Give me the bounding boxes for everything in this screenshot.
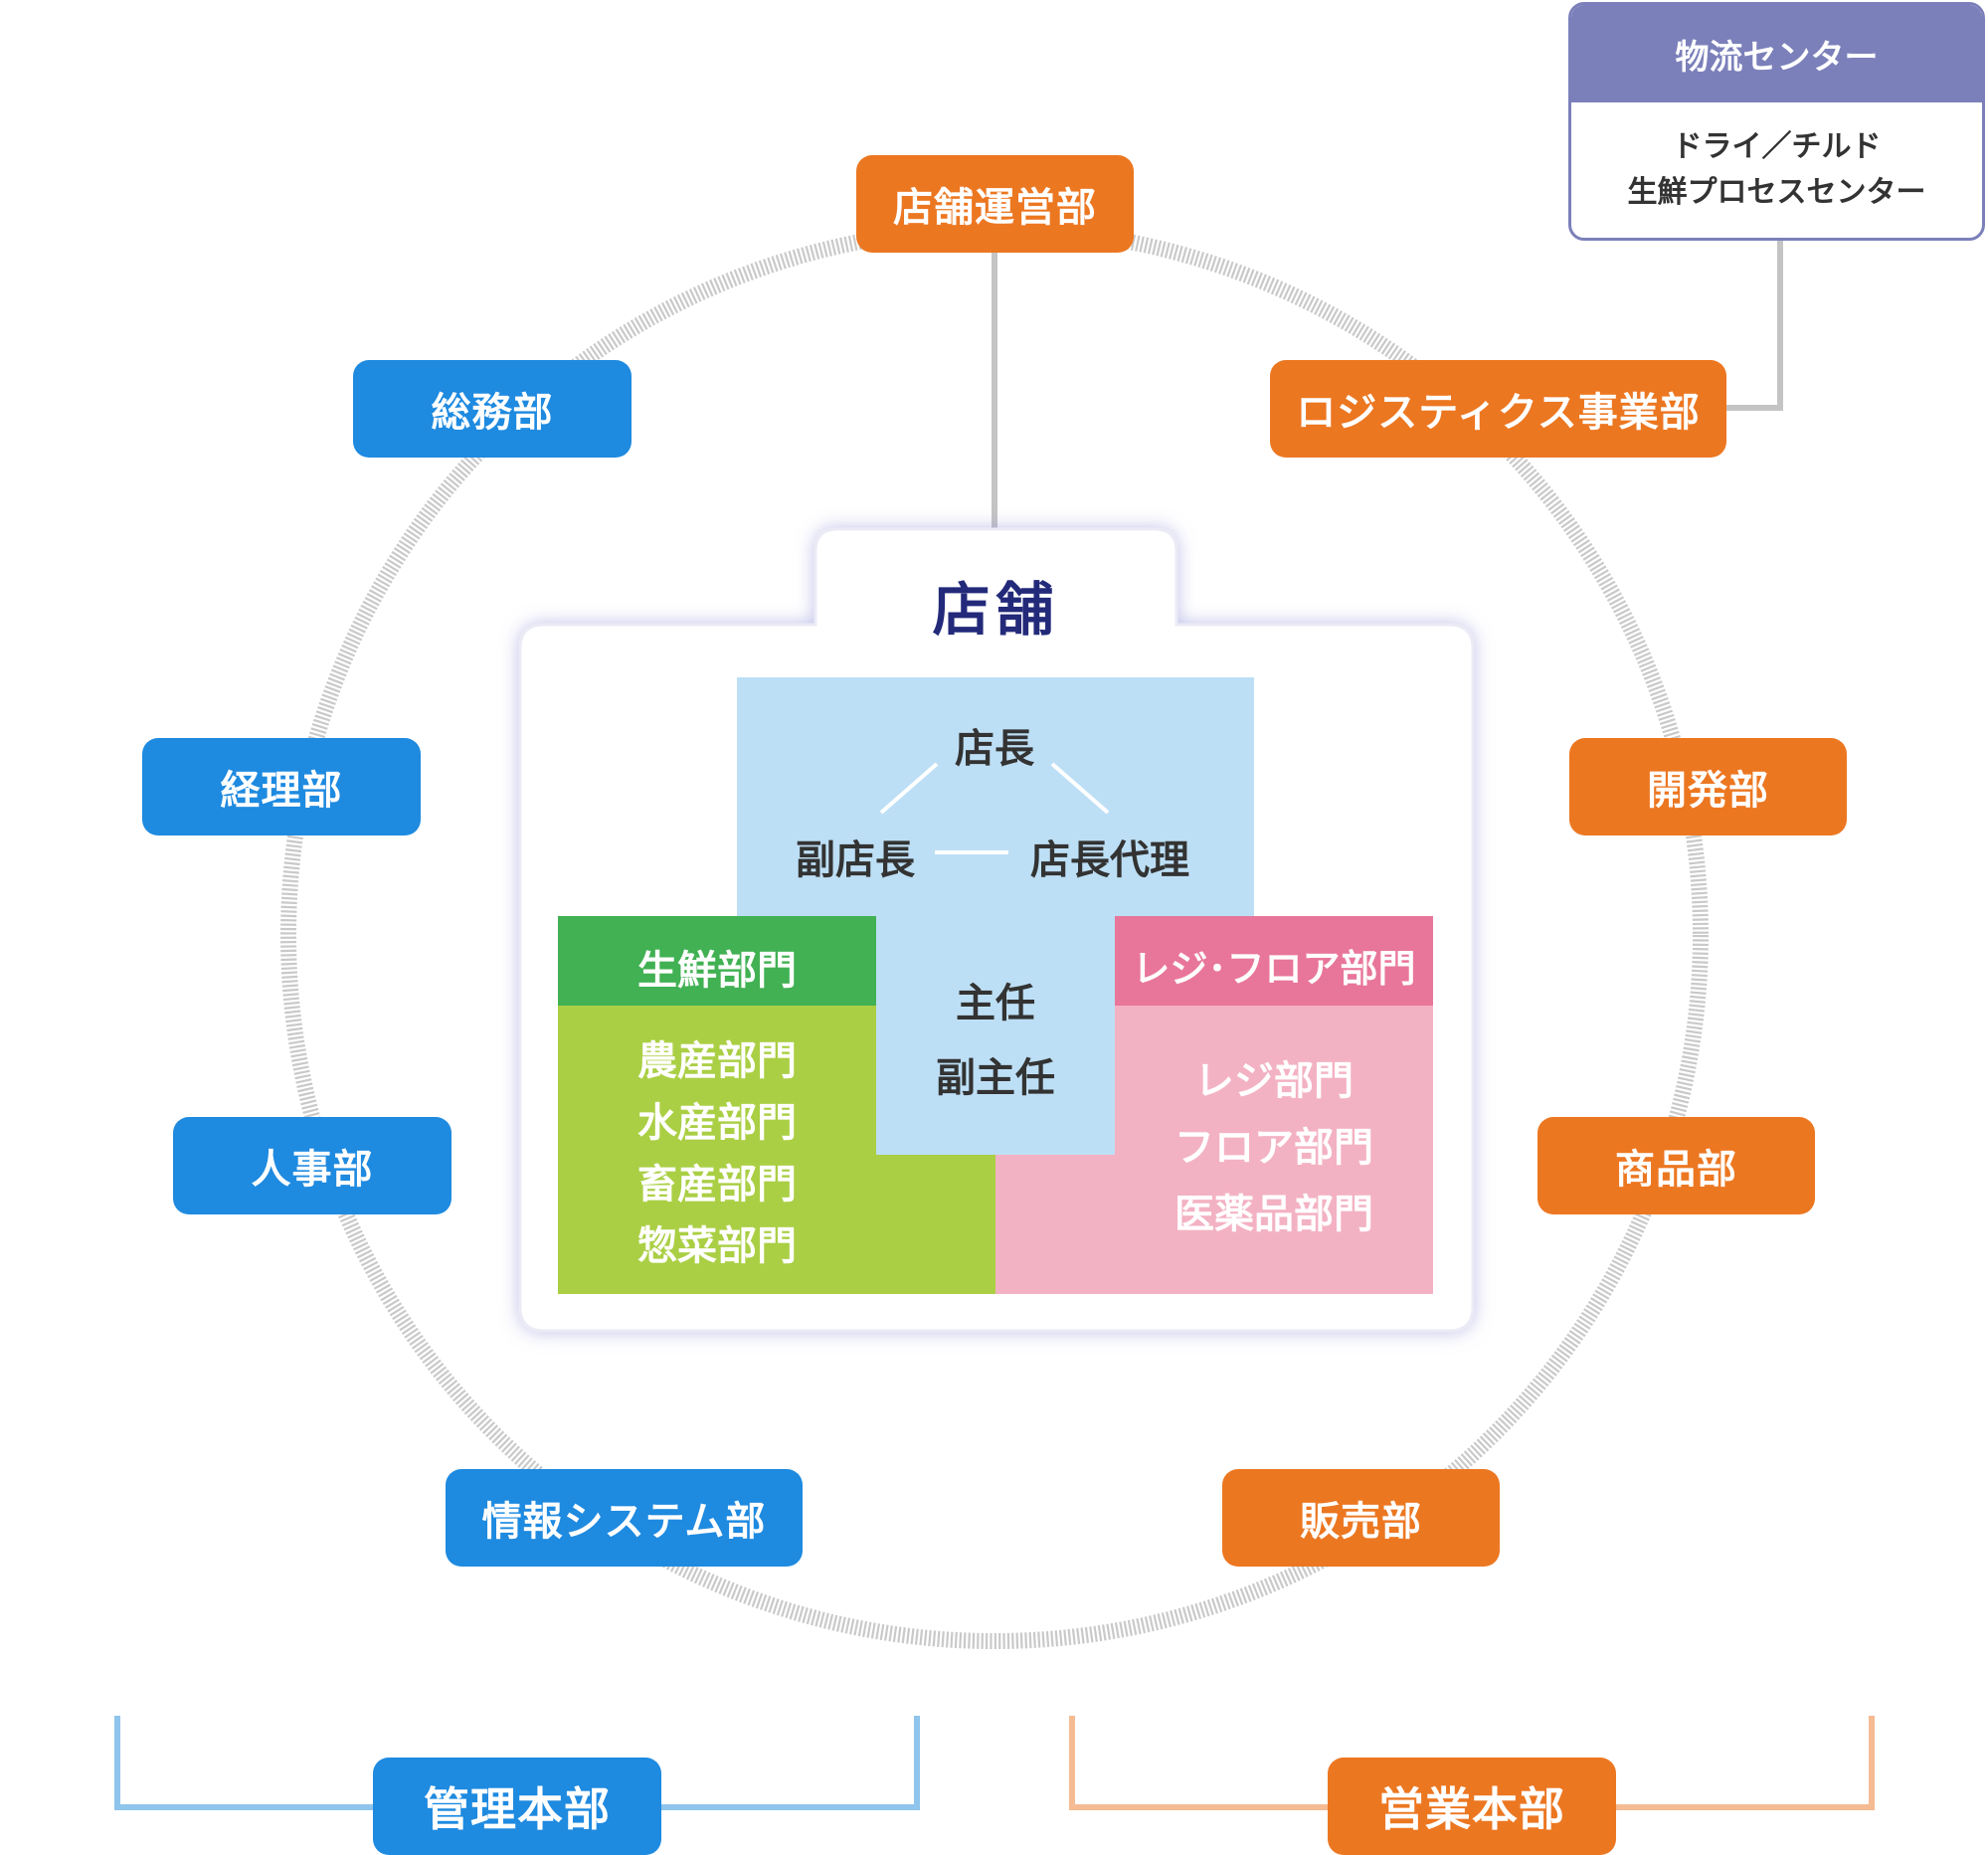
dept-store-operations: 店舗運営部 [856, 155, 1134, 253]
fresh-item-meat: 畜産部門 [637, 1162, 797, 1207]
distribution-center-details: ドライ／チルド 生鮮プロセスセンター [1571, 102, 1982, 216]
register-header-bg [1115, 916, 1433, 1006]
chief-area [876, 916, 1115, 1155]
management-area [737, 677, 1254, 916]
distribution-center-box: 物流センター ドライ／チルド 生鮮プロセスセンター [1568, 2, 1985, 241]
fresh-header-bg [558, 916, 876, 1006]
dept-information-systems: 情報システム部 [446, 1469, 803, 1567]
deputy-chief-label: 副主任 [936, 1055, 1055, 1101]
register-item-pharmacy: 医薬品部門 [1175, 1192, 1373, 1237]
dept-merchandise: 商品部 [1537, 1117, 1815, 1214]
register-floor-division-list: レジ部門 フロア部門 医薬品部門 [1115, 1048, 1433, 1248]
store-title: 店舗 [932, 576, 1060, 644]
fresh-item-deli: 惣菜部門 [637, 1223, 797, 1269]
register-item-floor: フロア部門 [1175, 1125, 1373, 1171]
connector-distribution [1725, 239, 1783, 411]
dept-accounting: 経理部 [142, 738, 421, 835]
distribution-center-line-fresh-process: 生鮮プロセスセンター [1627, 175, 1926, 210]
store-manager-label: 店長 [955, 726, 1034, 772]
register-floor-division-header: レジ･フロア部門 [1132, 947, 1416, 991]
fresh-division-header: 生鮮部門 [637, 948, 797, 994]
dept-human-resources: 人事部 [173, 1117, 452, 1214]
chief-label: 主任 [956, 981, 1035, 1026]
manager-acting-line [1050, 762, 1110, 815]
distribution-center-line-dry-chilled: ドライ／チルド [1672, 129, 1882, 164]
fresh-item-seafood: 水産部門 [637, 1100, 797, 1146]
hq-sales: 営業本部 [1328, 1758, 1616, 1855]
deputy-manager-label: 副店長 [796, 837, 915, 883]
fresh-division-list: 農産部門 水産部門 畜産部門 惣菜部門 [558, 1030, 876, 1277]
dept-logistics: ロジスティクス事業部 [1270, 360, 1726, 458]
dept-general-affairs: 総務部 [353, 360, 632, 458]
fresh-item-produce: 農産部門 [637, 1038, 797, 1084]
distribution-center-title: 物流センター [1571, 5, 1982, 102]
dept-sales: 販売部 [1222, 1469, 1500, 1567]
manager-deputy-line [879, 762, 939, 815]
dept-development: 開発部 [1569, 738, 1847, 835]
register-item-checkout: レジ部門 [1194, 1058, 1354, 1104]
acting-manager-label: 店長代理 [1030, 837, 1189, 883]
hq-admin: 管理本部 [373, 1758, 661, 1855]
